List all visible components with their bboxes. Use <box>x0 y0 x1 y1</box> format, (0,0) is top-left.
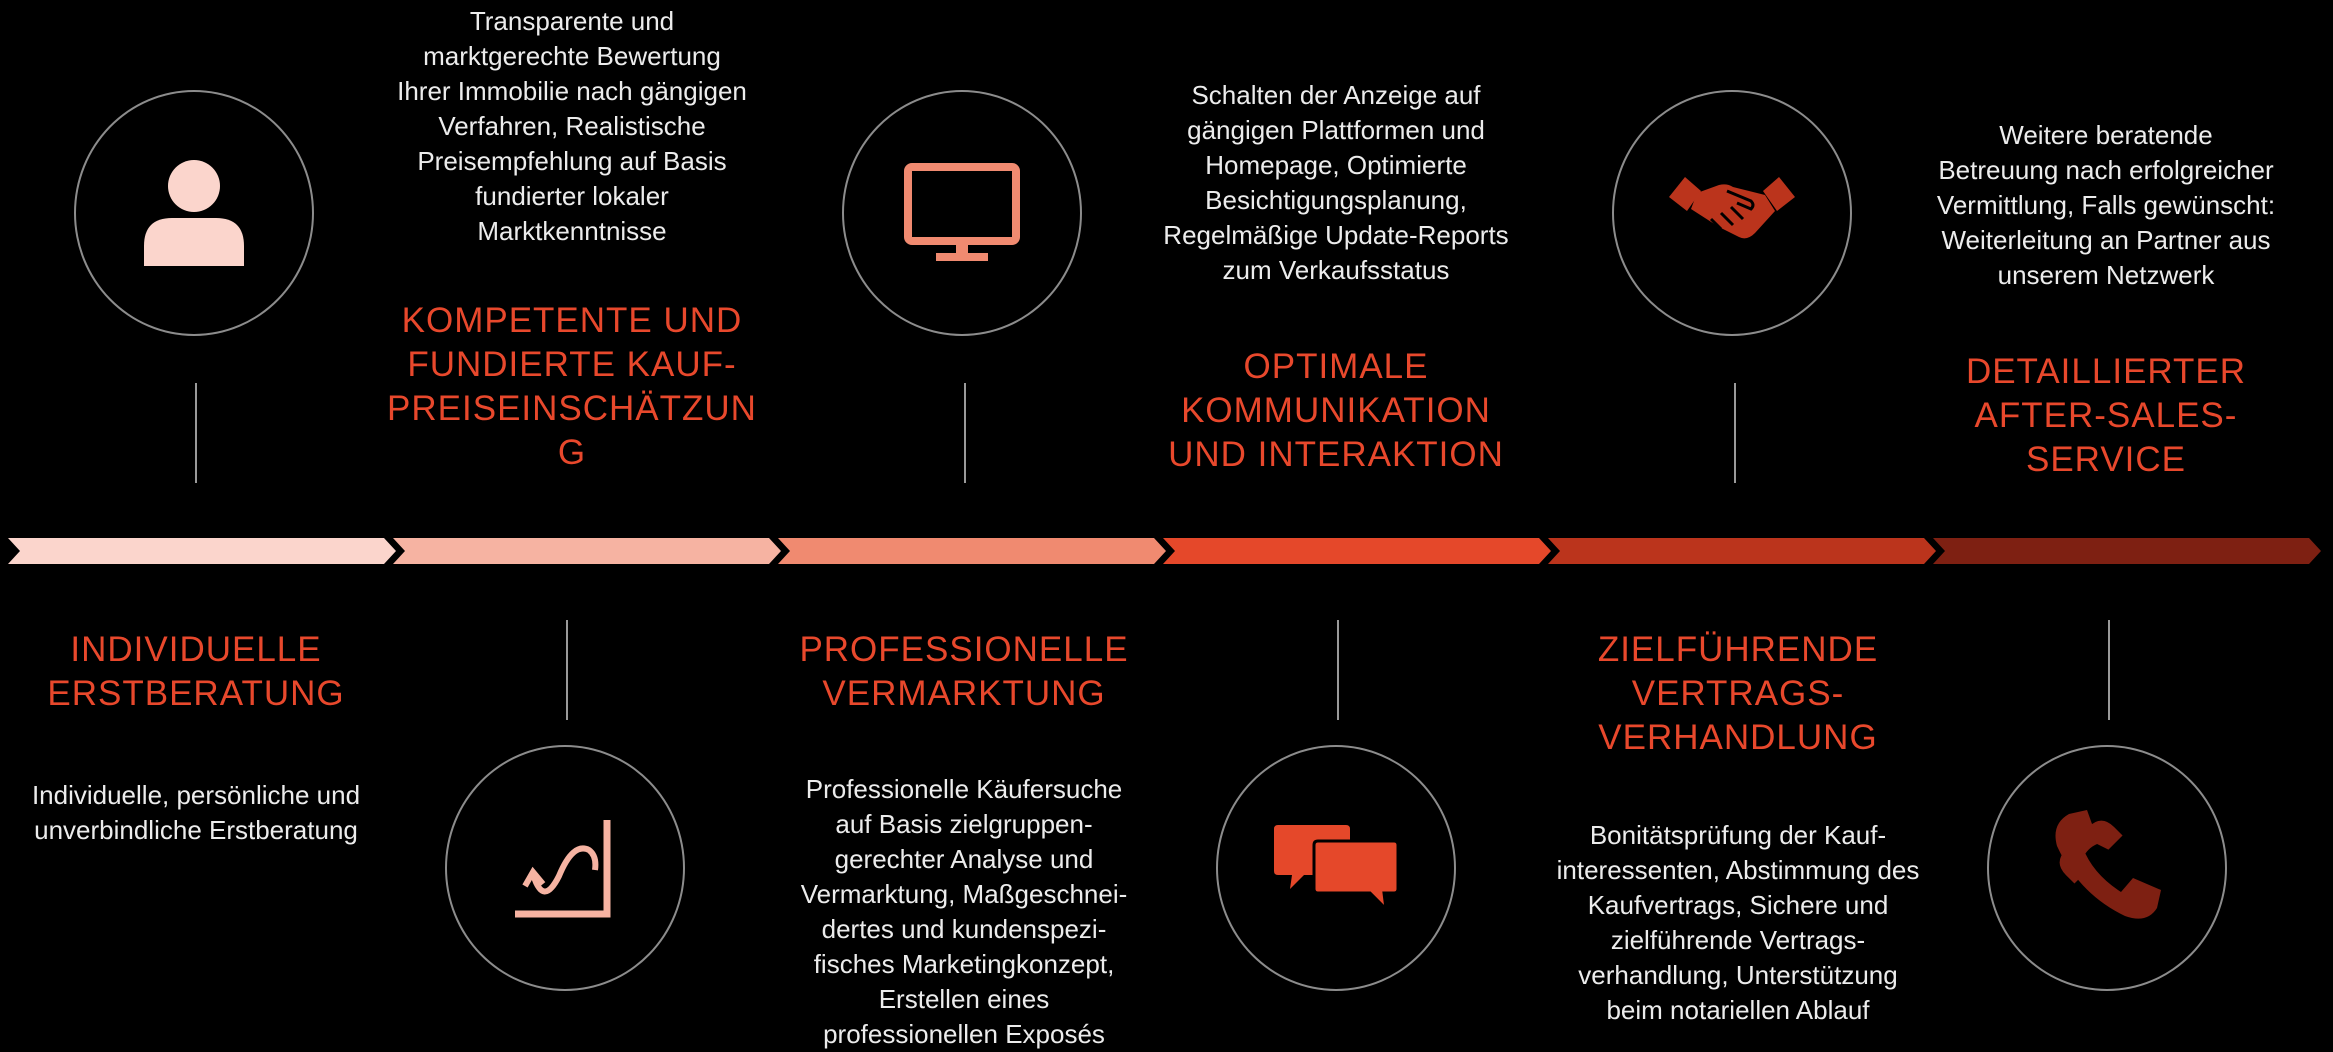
step-2-title: KOMPETENTE UND FUNDIERTE KAUF- PREISEINS… <box>387 301 757 472</box>
step-6-title: DETAILLIERTER AFTER-SALES- SERVICE <box>1965 352 2247 479</box>
step-4-icon-circle <box>1216 745 1456 991</box>
step-5-icon-circle <box>1612 90 1852 336</box>
chart-curve-icon <box>515 820 611 918</box>
step-3-title: PROFESSIONELLE VERMARKTUNG <box>799 630 1129 713</box>
phone-icon <box>2055 810 2161 919</box>
timeline-arrow-4 <box>1163 538 1551 564</box>
person-icon <box>144 160 244 266</box>
step-4-text: Schalten der Anzeige auf gängigen Plattf… <box>1163 80 1509 285</box>
timeline-arrow-6 <box>1933 538 2321 564</box>
monitor-icon <box>904 163 1020 261</box>
step-6-connector <box>2108 620 2110 720</box>
timeline-arrow-2 <box>393 538 781 564</box>
step-2-icon-circle <box>445 745 685 991</box>
step-4-connector <box>1337 620 1339 720</box>
step-3-text: Professionelle Käufersuche auf Basis zie… <box>800 774 1128 1049</box>
step-5-text: Bonitätsprüfung der Kauf- interessenten,… <box>1556 820 1920 1025</box>
step-3-connector <box>964 383 966 483</box>
handshake-icon <box>1669 177 1795 239</box>
timeline-arrow-1 <box>8 538 396 564</box>
step-5-connector <box>1734 383 1736 483</box>
step-1-icon-circle <box>74 90 314 336</box>
chat-bubbles-icon <box>1274 825 1398 913</box>
step-4-title: OPTIMALE KOMMUNIKATION UND INTERAKTION <box>1168 347 1504 474</box>
step-1-connector <box>195 383 197 483</box>
step-1-title: INDIVIDUELLE ERSTBERATUNG <box>47 630 345 713</box>
step-2-connector <box>566 620 568 720</box>
step-6-text: Weitere beratende Betreuung nach erfolgr… <box>1936 120 2276 290</box>
timeline-arrow-5 <box>1548 538 1936 564</box>
timeline-arrow-3 <box>778 538 1166 564</box>
step-6-icon-circle <box>1987 745 2227 991</box>
step-3-icon-circle <box>842 90 1082 336</box>
step-5-title: ZIELFÜHRENDE VERTRAGS- VERHANDLUNG <box>1597 630 1879 757</box>
step-1-text: Individuelle, persönliche und unverbindl… <box>31 780 361 845</box>
step-2-text: Transparente und marktgerechte Bewertung… <box>397 6 747 246</box>
